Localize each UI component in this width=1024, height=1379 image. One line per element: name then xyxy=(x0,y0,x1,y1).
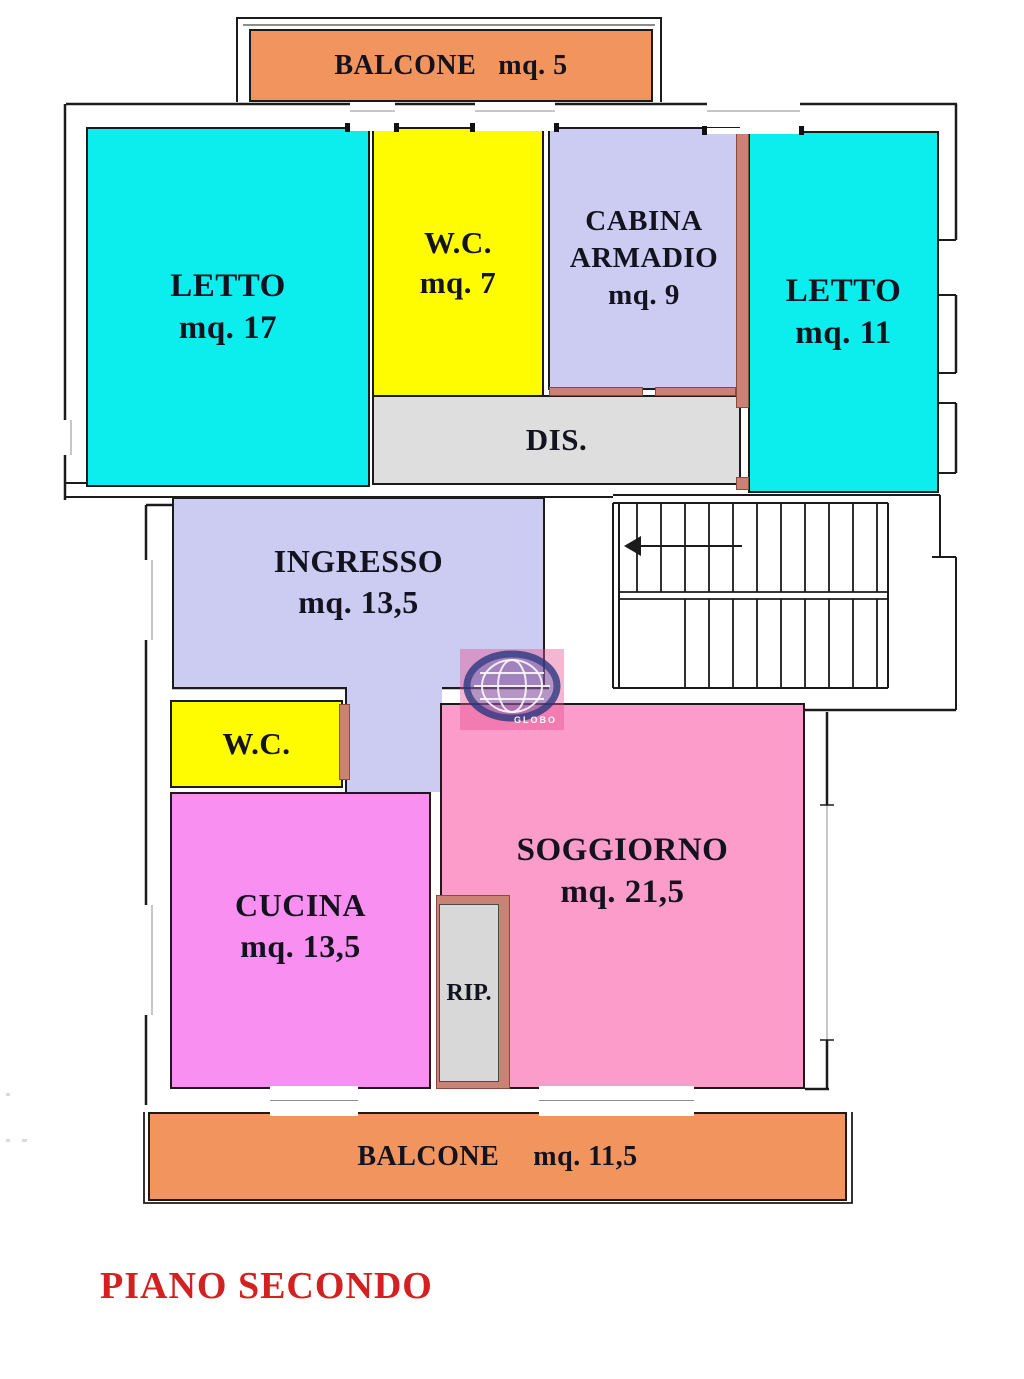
agency-watermark: GLOBO xyxy=(460,649,564,730)
room-label: ARMADIO xyxy=(569,241,719,274)
room-label: BALCONE xyxy=(334,49,477,81)
door-opening xyxy=(475,124,555,131)
room-area: mq. 21,5 xyxy=(560,874,685,910)
room-label: RIP. xyxy=(446,979,492,1006)
room-label: DIS. xyxy=(525,422,588,458)
wall-section xyxy=(736,129,749,408)
door-jamb xyxy=(702,126,707,135)
room-wc-top: W.C. mq. 7 xyxy=(372,127,544,399)
door-jamb xyxy=(554,123,559,132)
stairs-direction-arrow xyxy=(624,536,641,556)
scan-speck xyxy=(6,1093,10,1096)
door-opening xyxy=(270,1086,358,1116)
room-ingresso: INGRESSO mq. 13,5 xyxy=(172,497,545,687)
room-balcone-bottom: BALCONE mq. 11,5 xyxy=(148,1112,847,1201)
staircase xyxy=(612,502,889,689)
door-jamb xyxy=(394,123,399,132)
room-area: mq. 11,5 xyxy=(533,1140,638,1172)
room-cabina-armadio: CABINA ARMADIO mq. 9 xyxy=(548,127,740,390)
door-jamb xyxy=(470,123,475,132)
room-ripostiglio-frame: RIP. xyxy=(436,895,510,1089)
wall-section xyxy=(339,704,350,780)
room-area: mq. 5 xyxy=(498,49,568,81)
room-label: INGRESSO xyxy=(273,543,444,580)
room-label: LETTO xyxy=(785,272,902,309)
room-wc-bottom: W.C. xyxy=(170,700,343,788)
scan-speck xyxy=(6,1139,10,1142)
room-label: W.C. xyxy=(423,225,493,261)
door-jamb xyxy=(345,123,350,132)
room-ingresso-corridor xyxy=(345,687,442,792)
room-label: CABINA xyxy=(585,204,703,237)
room-cucina: CUCINA mq. 13,5 xyxy=(170,792,431,1089)
room-ripostiglio: RIP. xyxy=(439,904,499,1082)
room-area: mq. 7 xyxy=(419,265,497,300)
door-opening xyxy=(539,1086,694,1116)
room-area: mq. 9 xyxy=(608,279,680,312)
room-label: LETTO xyxy=(170,267,286,304)
room-label: CUCINA xyxy=(235,886,366,923)
watermark-label: GLOBO xyxy=(514,715,557,725)
door-jamb xyxy=(799,126,804,135)
wall-section xyxy=(655,387,736,396)
wall-section xyxy=(736,477,749,490)
wall-section xyxy=(549,387,643,396)
globe-icon xyxy=(463,650,561,722)
room-label: W.C. xyxy=(222,726,291,762)
room-label: SOGGIORNO xyxy=(516,831,729,868)
room-letto-sx: LETTO mq. 17 xyxy=(86,127,370,487)
room-disimpegno: DIS. xyxy=(372,395,741,485)
floor-title: PIANO SECONDO xyxy=(100,1265,433,1307)
scan-speck xyxy=(22,1139,27,1142)
room-area: mq. 13,5 xyxy=(240,927,361,964)
room-area: mq. 11 xyxy=(795,315,892,351)
room-balcone-top: BALCONE mq. 5 xyxy=(249,29,653,102)
door-opening xyxy=(707,128,800,134)
room-letto-dx: LETTO mq. 11 xyxy=(748,131,939,493)
room-area: mq. 17 xyxy=(178,310,278,346)
room-area: mq. 13,5 xyxy=(298,584,419,620)
room-label: BALCONE xyxy=(357,1140,500,1172)
door-opening xyxy=(350,124,395,131)
